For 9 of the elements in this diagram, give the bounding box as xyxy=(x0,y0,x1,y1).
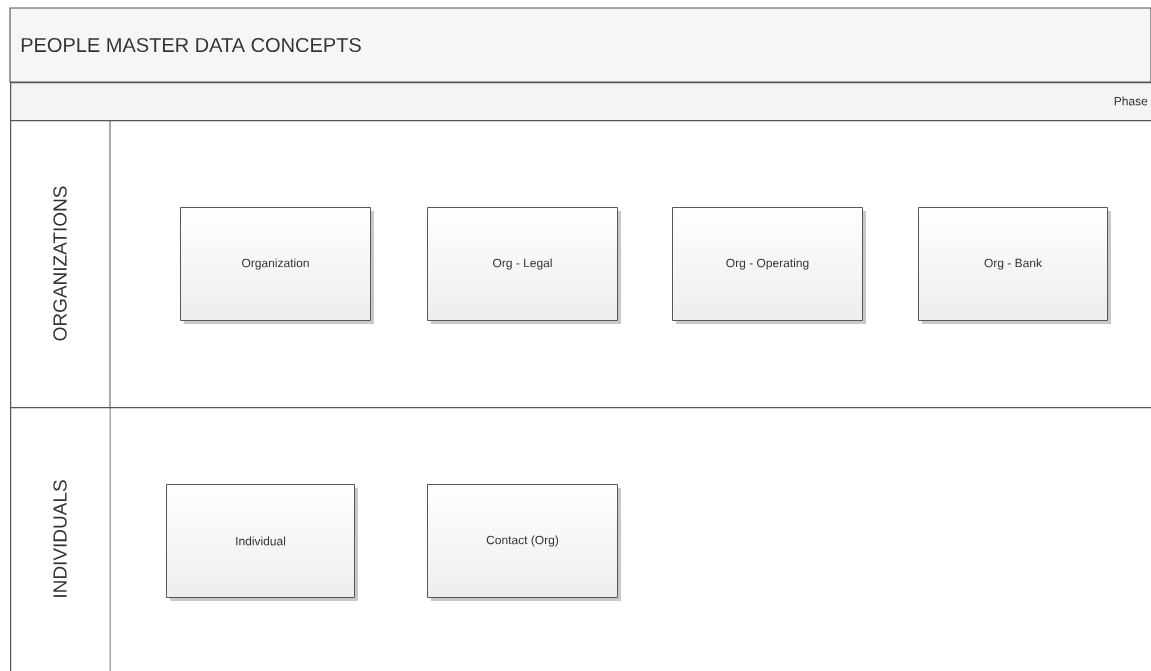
title-band: PEOPLE MASTER DATA CONCEPTS xyxy=(9,7,1151,83)
process-box: Organization xyxy=(180,207,374,324)
phase-band: Phase xyxy=(10,82,1151,122)
node-label: ORGANIZATIONS xyxy=(53,186,67,341)
process-box: Org - Legal xyxy=(427,207,621,324)
process-box: Individual xyxy=(166,484,358,601)
process-box: Org - Operating xyxy=(672,207,866,324)
process-box: Contact (Org) xyxy=(427,484,621,601)
process-box: Org - Bank xyxy=(918,207,1111,324)
